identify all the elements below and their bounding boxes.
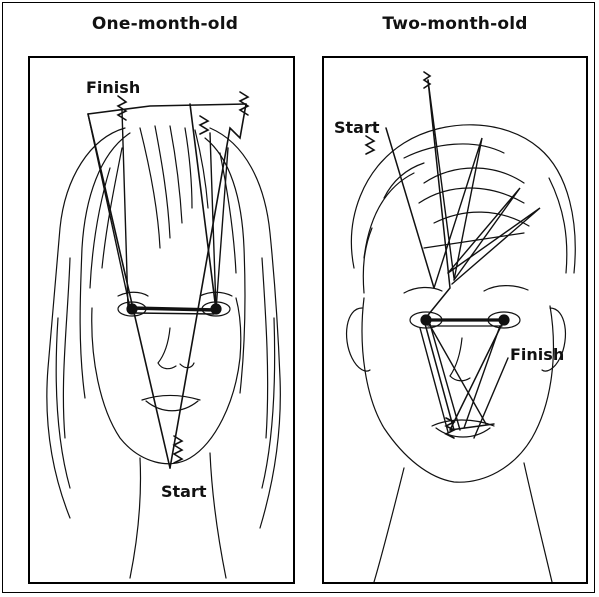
panel-two-month-old: Start Finish [322, 56, 588, 584]
finish-label-one-month-old: Finish [86, 80, 140, 96]
heading-two-month-old: Two-month-old [330, 14, 580, 34]
start-label-two-month-old: Start [334, 120, 380, 136]
heading-one-month-old: One-month-old [40, 14, 290, 34]
finish-label-two-month-old: Finish [510, 347, 564, 363]
face-drawing-one-month-old [30, 58, 293, 582]
start-label-one-month-old: Start [161, 484, 207, 500]
panel-one-month-old: Finish Start [28, 56, 295, 584]
